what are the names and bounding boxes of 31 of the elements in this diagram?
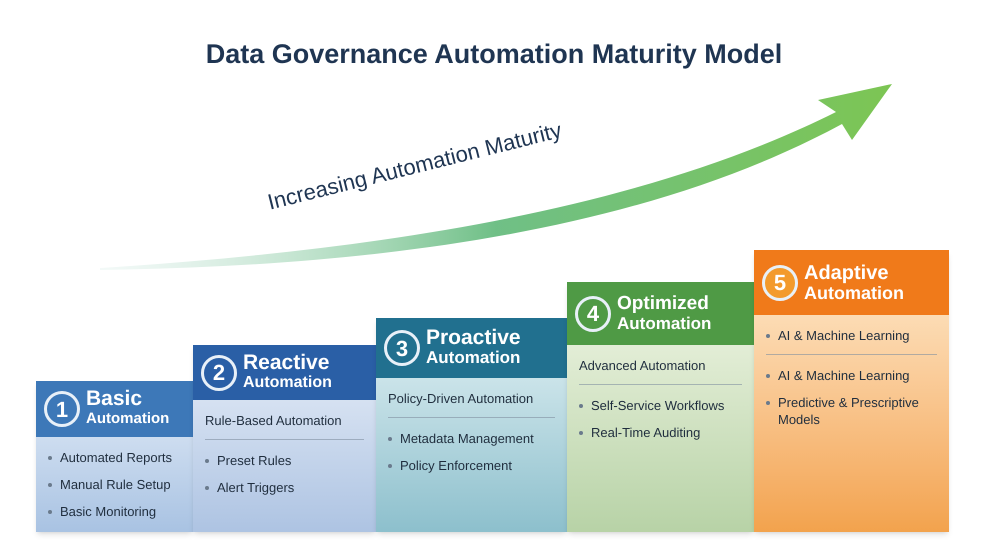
step-number-badge: 5	[762, 264, 798, 300]
list-item: Real-Time Auditing	[591, 424, 700, 441]
list-item: AI & Machine Learning	[778, 367, 910, 384]
step-number-badge: 2	[201, 354, 237, 390]
list-item: Alert Triggers	[217, 479, 294, 496]
list-item: AI & Machine Learning	[778, 327, 910, 344]
list-item: Metadata Management	[400, 430, 534, 447]
list-item: Rule-Based Automation	[205, 412, 342, 429]
stage-card	[567, 282, 754, 532]
stage-card	[193, 345, 376, 532]
list-item: Automated Reports	[60, 449, 172, 466]
stage-title: Optimized Automation	[617, 294, 712, 334]
list-item: Predictive & Prescriptive Models	[778, 394, 920, 428]
list-item: Self-Service Workflows	[591, 397, 724, 414]
list-item: Advanced Automation	[579, 357, 706, 374]
list-item: Policy-Driven Automation	[388, 390, 534, 407]
stage-title: Proactive Automation	[426, 328, 521, 368]
stage-title: Adaptive Automation	[804, 262, 904, 302]
list-item: Preset Rules	[217, 452, 292, 469]
list-item: Policy Enforcement	[400, 457, 512, 474]
stage-title: Basic Automation	[86, 389, 170, 429]
stage-card	[36, 381, 193, 532]
list-item: Manual Rule Setup	[60, 476, 171, 493]
step-number-badge: 3	[384, 330, 420, 366]
step-number-badge: 1	[44, 391, 80, 427]
stage-card	[376, 318, 567, 532]
stage-card	[754, 250, 949, 532]
list-item: Basic Monitoring	[60, 503, 156, 520]
step-number-badge: 4	[575, 296, 611, 332]
diagram-title: Data Governance Automation Maturity Model	[204, 38, 784, 71]
stage-title: Reactive Automation	[243, 352, 332, 392]
